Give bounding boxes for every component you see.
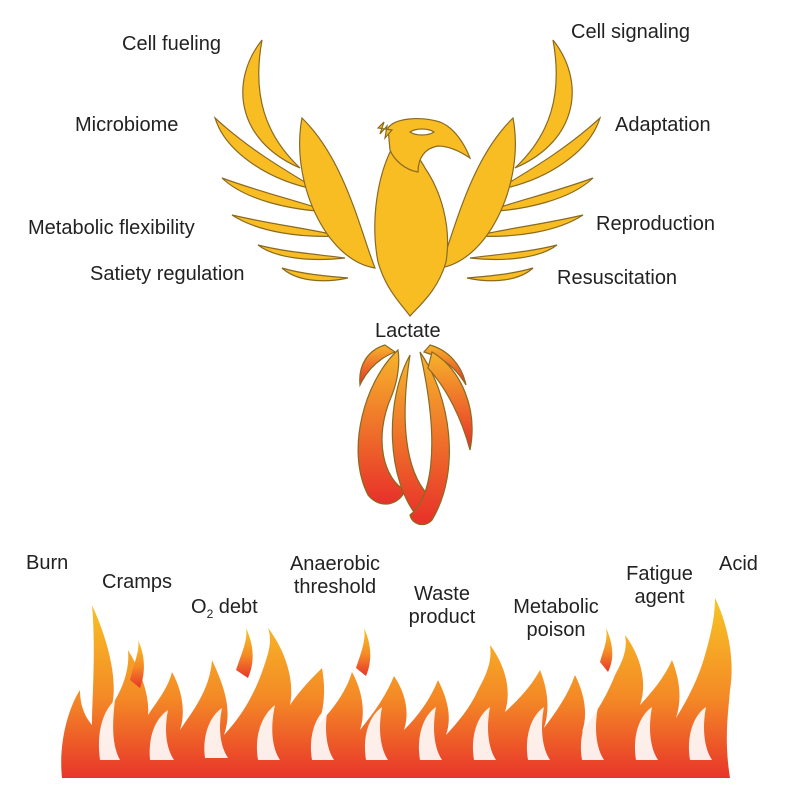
flame-gap-1: [98, 700, 120, 760]
left-feather-6: [281, 267, 349, 282]
fire-band: [61, 598, 732, 778]
phoenix-body: [374, 118, 472, 317]
label-anaerobic-threshold: Anaerobic threshold: [280, 553, 390, 599]
label-cell-fueling: Cell fueling: [122, 33, 221, 55]
flame-gap-6: [364, 707, 388, 760]
phoenix-eye-icon: [408, 128, 436, 136]
left-inner-wing: [299, 116, 376, 269]
right-feather-1: [514, 39, 573, 169]
phoenix-tail: [357, 344, 473, 526]
label-o2-debt: O2 debt: [191, 596, 258, 621]
poison-line-2: poison: [526, 619, 586, 641]
label-cell-signaling: Cell signaling: [571, 21, 690, 43]
fire-base: [61, 598, 732, 778]
flame-tongue-3: [356, 628, 371, 676]
flame-gap-2: [149, 710, 174, 760]
right-feather-5: [469, 244, 558, 261]
label-fatigue-agent: Fatigue agent: [612, 563, 707, 609]
flame-gap-3: [204, 708, 228, 758]
flame-tongue-1: [130, 640, 144, 688]
flame-gap-8: [472, 707, 496, 760]
label-waste-product: Waste product: [392, 583, 492, 629]
phoenix-crest: [376, 121, 394, 140]
label-satiety-regulation: Satiety regulation: [90, 263, 245, 285]
phoenix-torso: [374, 144, 449, 317]
tail-plume-3: [409, 351, 450, 526]
anaerobic-line-2: threshold: [293, 576, 377, 598]
left-feather-5: [257, 244, 346, 261]
label-acid: Acid: [719, 553, 758, 575]
tail-plume-4: [427, 351, 473, 451]
label-adaptation: Adaptation: [615, 114, 711, 136]
flame-gap-9: [526, 707, 550, 760]
right-feather-6: [466, 267, 534, 282]
fatigue-line-1: Fatigue: [626, 563, 693, 585]
flame-gap-4: [256, 705, 280, 760]
o2-prefix: O: [191, 596, 207, 618]
label-lactate: Lactate: [375, 320, 441, 342]
flame-tongue-2: [236, 628, 253, 678]
o2-suffix: debt: [213, 596, 258, 618]
label-burn: Burn: [26, 552, 69, 574]
fatigue-line-2: agent: [634, 586, 685, 608]
tail-plume-left-top: [359, 344, 397, 388]
label-reproduction: Reproduction: [596, 213, 715, 235]
o2-subscript: 2: [206, 607, 214, 621]
label-metabolic-flexibility: Metabolic flexibility: [28, 217, 195, 239]
waste-line-1: Waste: [414, 583, 470, 605]
flame-tongue-4: [600, 628, 613, 672]
right-wing: [439, 39, 602, 282]
flame-gap-12: [688, 707, 712, 760]
left-wing: [213, 39, 376, 282]
waste-line-2: product: [408, 606, 476, 628]
fire-inner-gaps: [98, 700, 712, 760]
left-feather-1: [242, 39, 301, 169]
flame-gap-5: [310, 707, 334, 760]
label-resuscitation: Resuscitation: [557, 267, 678, 289]
flame-gap-11: [634, 707, 658, 760]
poison-line-1: Metabolic: [513, 596, 599, 618]
flame-gap-7: [418, 707, 442, 760]
label-metabolic-poison: Metabolic poison: [500, 596, 612, 642]
phoenix-head: [387, 118, 472, 173]
flame-gap-10: [580, 707, 604, 760]
label-cramps: Cramps: [102, 571, 173, 593]
anaerobic-line-1: Anaerobic: [289, 553, 381, 575]
label-microbiome: Microbiome: [75, 114, 179, 136]
